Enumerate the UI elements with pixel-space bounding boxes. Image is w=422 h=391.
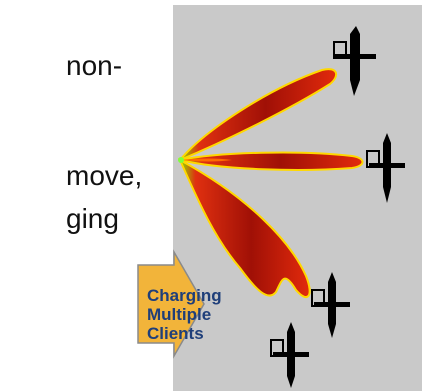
beam-origin [178, 157, 184, 163]
callout-line-1: Charging [147, 286, 222, 305]
slide-text-fragment-2: move, [66, 160, 143, 191]
slide-text-fragment-3: ging [66, 203, 119, 234]
beam-lobe-middle [179, 151, 364, 171]
beam-lobe-lower [177, 157, 311, 298]
slide-text-fragment-1: non- [66, 50, 123, 81]
plane-icon-3 [311, 272, 350, 338]
callout-line-2: Multiple [147, 305, 212, 324]
callout-line-3: Clients [147, 324, 204, 343]
plane-icon-2 [366, 133, 405, 203]
plane-icon-1 [333, 26, 376, 96]
callout-label: Charging Multiple Clients [147, 286, 251, 343]
beam-lobes [177, 68, 364, 298]
plane-icon-4 [270, 322, 309, 388]
beam-lobe-upper [179, 68, 338, 161]
callout-arrow [137, 249, 205, 359]
beam-lobe-ray [180, 158, 232, 162]
